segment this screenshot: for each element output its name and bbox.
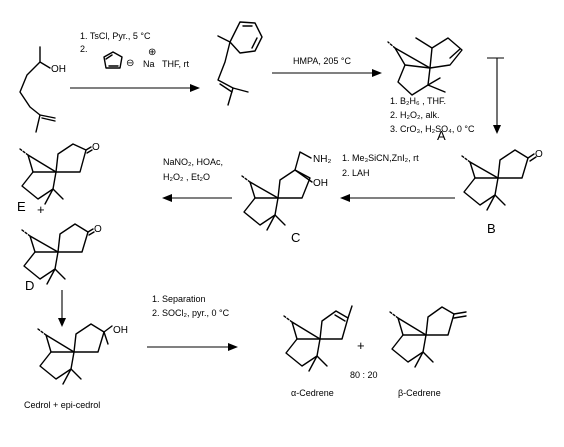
alpha-cedrene-structure <box>283 305 353 372</box>
plus-sign-ed: + <box>37 202 45 217</box>
step5-line2: H₂O₂ , Et₂O <box>163 172 210 182</box>
step4-line2: 2. LAH <box>342 168 370 178</box>
hydroxyl-label-c: OH <box>313 178 328 189</box>
arrow-head-step3 <box>493 125 501 134</box>
carbonyl-o-d: O <box>94 224 102 235</box>
step3-line3: 3. CrO₃, H₂SO₄, 0 °C <box>390 124 475 134</box>
compound-b-structure <box>461 149 537 211</box>
step2-line1: HMPA, 205 °C <box>293 56 351 66</box>
label-a: A <box>437 128 446 143</box>
step3-line1: 1. B₂H₆ , THF. <box>390 96 446 106</box>
step1-line2: 2. <box>80 44 88 54</box>
compound-d-structure <box>21 223 95 285</box>
step4-line1: 1. Me₃SiCN,ZnI₂, rt <box>342 153 419 163</box>
label-b: B <box>487 221 496 236</box>
beta-cedrene-name: β-Cedrene <box>398 388 441 398</box>
label-d: D <box>25 278 34 293</box>
arrow-head-step-d <box>58 318 66 327</box>
starting-alcohol-structure <box>19 46 56 133</box>
step5-line1: NaNO₂, HOAc, <box>163 157 223 167</box>
product-ratio: 80 : 20 <box>350 370 378 380</box>
label-e: E <box>17 199 26 214</box>
arrow-head-step1 <box>190 84 200 92</box>
step6-line2: 2. SOCl₂, pyr., 0 °C <box>152 308 230 318</box>
step1-line1: 1. TsCl, Pyr., 5 °C <box>80 31 151 41</box>
sodium-label: Na <box>143 59 155 69</box>
compound-a-structure <box>387 37 463 96</box>
charge-minus: ⊖ <box>126 58 134 69</box>
compound-c-structure <box>241 151 313 231</box>
amine-label: NH₂ <box>313 154 331 165</box>
step6-line1: 1. Separation <box>152 294 206 304</box>
plus-sign-cedrenes: + <box>357 338 365 353</box>
alpha-cedrene-name: α-Cedrene <box>291 388 334 398</box>
compound-e-structure <box>19 143 93 205</box>
cedrol-name: Cedrol + epi-cedrol <box>24 400 100 410</box>
charge-plus: ⊕ <box>148 47 156 58</box>
step1-solvent: THF, rt <box>162 59 189 69</box>
step3-line2: 2. H₂O₂, alk. <box>390 110 440 120</box>
arrow-head-step5 <box>162 194 172 202</box>
arrow-head-step4 <box>340 194 350 202</box>
hydroxyl-label-start: OH <box>51 64 66 75</box>
label-c: C <box>291 230 300 245</box>
beta-cedrene-structure <box>389 306 467 368</box>
arrow-head-step2 <box>372 69 382 77</box>
carbonyl-o-e: O <box>92 142 100 153</box>
carbonyl-o-b: O <box>535 149 543 160</box>
arrow-head-step6 <box>228 343 238 351</box>
hydroxyl-label-cedrol: OH <box>113 325 128 336</box>
intermediate-diene-structure <box>217 21 263 106</box>
cyclopentadienide-structure <box>103 51 123 69</box>
cedrol-structure <box>37 323 113 385</box>
